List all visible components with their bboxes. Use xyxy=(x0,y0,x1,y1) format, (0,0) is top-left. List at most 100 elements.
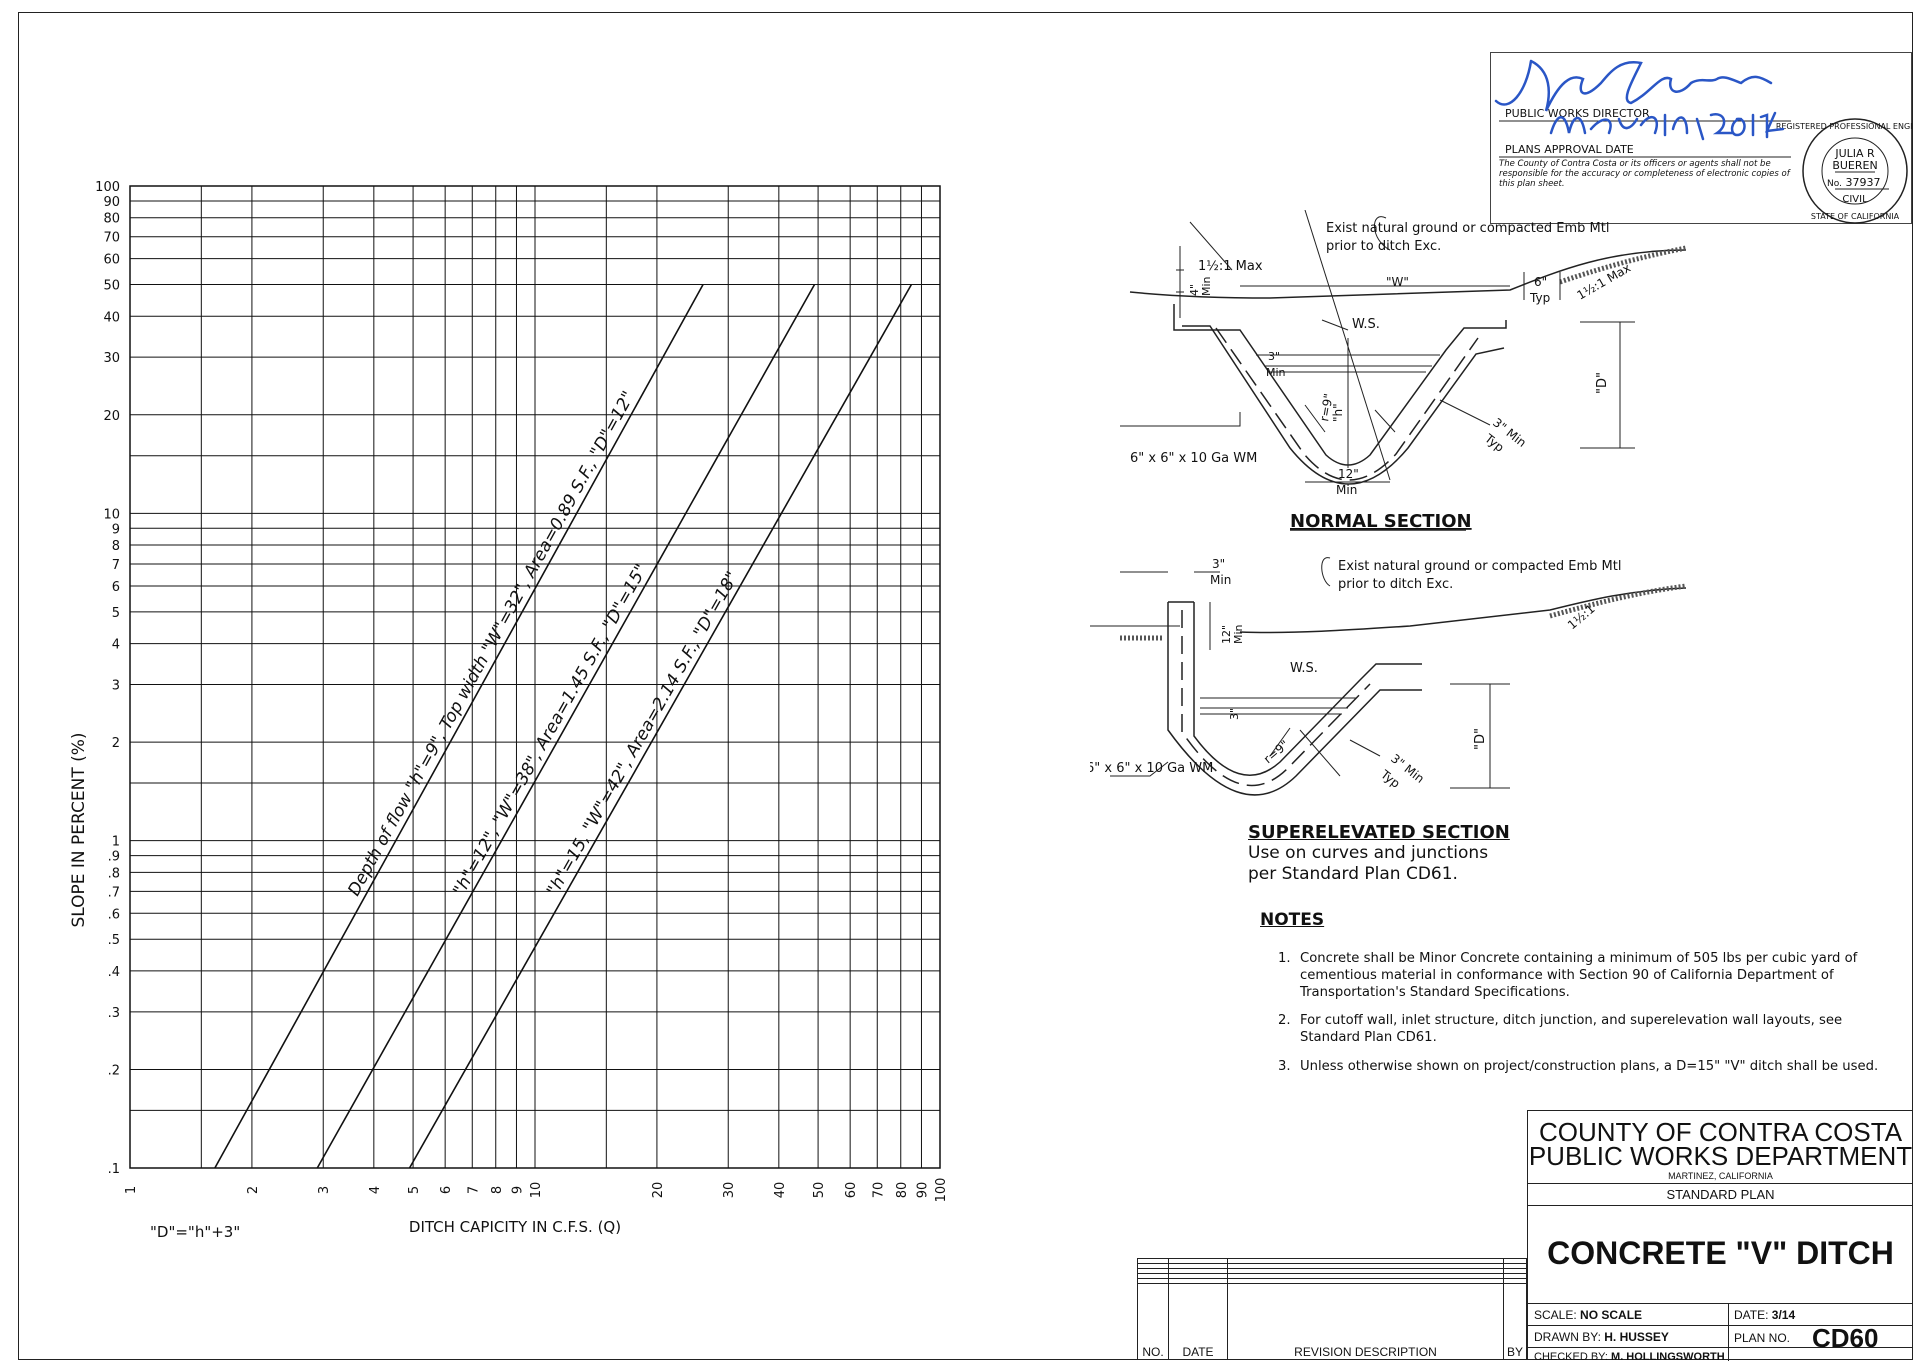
y-tick-label: 20 xyxy=(103,409,120,424)
superelevated-line-2: per Standard Plan CD61. xyxy=(1248,864,1458,884)
x-tick-label: 3 xyxy=(317,1186,332,1194)
ss-ground-label-2: prior to ditch Exc. xyxy=(1338,577,1453,592)
standard-plan-label: STANDARD PLAN xyxy=(1666,1187,1775,1202)
y-axis-label: SLOPE IN PERCENT (%) xyxy=(69,732,89,927)
series-line-3 xyxy=(408,284,913,1169)
note-3: 3. Unless otherwise shown on project/con… xyxy=(1278,1058,1890,1075)
note-number: 3. xyxy=(1278,1059,1291,1074)
date-field: DATE: 3/14 xyxy=(1734,1308,1795,1322)
plan-title: CONCRETE "V" DITCH xyxy=(1547,1235,1894,1271)
city-name: MARTINEZ, CALIFORNIA xyxy=(1668,1171,1773,1181)
seal-discipline: CIVIL xyxy=(1842,194,1868,205)
note-number: 1. xyxy=(1278,951,1291,966)
x-tick-label: 70 xyxy=(871,1182,886,1199)
ns-h: "h" xyxy=(1331,403,1345,422)
scale-value: NO SCALE xyxy=(1580,1308,1643,1322)
approval-date-label: PLANS APPROVAL DATE xyxy=(1505,143,1634,156)
y-tick-label: .2 xyxy=(108,1063,120,1078)
x-tick-label: 90 xyxy=(915,1182,930,1199)
rev-header-no: NO. xyxy=(1137,1283,1169,1360)
checked-label: CHECKED BY: xyxy=(1534,1351,1608,1363)
x-tick-label: 100 xyxy=(934,1178,949,1203)
ns-6in: 6" xyxy=(1534,275,1547,289)
seal-number-label: No. xyxy=(1827,179,1842,189)
checked-value: M. HOLLINGSWORTH xyxy=(1611,1351,1725,1363)
rev-header-date: DATE xyxy=(1168,1283,1228,1360)
y-tick-label: 30 xyxy=(103,351,120,366)
y-tick-label: 60 xyxy=(103,253,120,268)
y-tick-label: .6 xyxy=(108,907,120,922)
drawn-field: DRAWN BY: H. HUSSEY xyxy=(1534,1330,1669,1344)
ns-4in-min: Min xyxy=(1200,276,1213,296)
engineer-seal: JULIA R BUEREN No. 37937 CIVIL REGISTERE… xyxy=(1776,118,1913,224)
x-tick-label: 5 xyxy=(407,1186,422,1194)
x-tick-label: 60 xyxy=(844,1182,859,1199)
chart-grid xyxy=(129,185,941,1169)
ss-12in-min: Min xyxy=(1232,624,1245,644)
ss-ground-label: Exist natural ground or compacted Emb Mt… xyxy=(1338,559,1621,574)
plan-no-value: CD60 xyxy=(1812,1323,1879,1353)
county-name: COUNTY OF CONTRA COSTA xyxy=(1538,1117,1903,1147)
director-label: PUBLIC WORKS DIRECTOR xyxy=(1505,107,1650,120)
approval-block: JULIA R BUEREN No. 37937 CIVIL REGISTERE… xyxy=(1490,52,1913,224)
x-tick-label: 40 xyxy=(773,1182,788,1199)
y-tick-label: .4 xyxy=(108,965,120,980)
seal-name-2: BUEREN xyxy=(1832,159,1877,172)
y-tick-label: 1 xyxy=(112,835,120,850)
drawn-value: H. HUSSEY xyxy=(1604,1330,1669,1344)
ss-3in-min: Min xyxy=(1210,573,1231,587)
x-tick-label: 9 xyxy=(510,1186,525,1194)
date-label: DATE: xyxy=(1734,1308,1769,1322)
y-tick-label: 10 xyxy=(103,507,120,522)
y-tick-labels: 100908070605040302010987654321.9.8.7.6.5… xyxy=(95,180,120,1177)
ns-4in: 4" xyxy=(1188,284,1201,296)
notes-title: NOTES xyxy=(1260,910,1325,930)
ns-mesh: 6" x 6" x 10 Ga WM xyxy=(1130,451,1257,466)
ss-12in: 12" xyxy=(1220,625,1233,644)
y-tick-label: 9 xyxy=(112,522,120,537)
superelevated-section-drawing: 3" Min Exist natural ground or compacted… xyxy=(1090,557,1687,796)
rev-header-by: BY xyxy=(1503,1283,1527,1360)
note-text: Concrete shall be Minor Concrete contain… xyxy=(1300,951,1858,1000)
x-tick-label: 6 xyxy=(439,1186,454,1194)
x-axis-label: DITCH CAPICITY IN C.F.S. (Q) xyxy=(409,1218,621,1236)
ns-bottom: 12" xyxy=(1338,467,1359,481)
seal-top-text: REGISTERED PROFESSIONAL ENGINEER xyxy=(1776,122,1913,131)
series-label-3: "h"=15, "W"=42", Area=2.14 S.F., "D"=18" xyxy=(543,568,743,899)
date-value: 3/14 xyxy=(1771,1308,1796,1322)
y-tick-label: 8 xyxy=(112,539,120,554)
y-tick-label: .3 xyxy=(108,1006,120,1021)
department-name: PUBLIC WORKS DEPARTMENT xyxy=(1528,1141,1913,1171)
chart-series-group xyxy=(214,284,913,1169)
seal-bottom-text: STATE OF CALIFORNIA xyxy=(1811,212,1900,221)
ns-depth: "D" xyxy=(1595,372,1610,394)
title-block: COUNTY OF CONTRA COSTA PUBLIC WORKS DEPA… xyxy=(1527,1110,1913,1363)
y-tick-label: 50 xyxy=(103,279,120,294)
x-tick-label: 4 xyxy=(368,1186,383,1194)
x-tick-label: 80 xyxy=(895,1182,910,1199)
x-tick-label: 8 xyxy=(490,1186,505,1194)
y-tick-label: 5 xyxy=(112,606,120,621)
x-tick-label: 2 xyxy=(246,1186,261,1194)
normal-section-drawing: Exist natural ground or compacted Emb Mt… xyxy=(1120,210,1687,532)
ns-3in: 3" xyxy=(1268,350,1280,363)
ss-ws3: 3" xyxy=(1228,708,1241,720)
y-tick-label: .9 xyxy=(108,850,120,865)
ss-r9: r=9" xyxy=(1261,737,1292,766)
ns-bottom-min: Min xyxy=(1336,483,1357,497)
y-tick-label: 70 xyxy=(103,231,120,246)
series-line-1 xyxy=(214,284,704,1169)
note-2: 2. For cutoff wall, inlet structure, dit… xyxy=(1278,1012,1890,1046)
drawn-label: DRAWN BY: xyxy=(1534,1330,1601,1344)
sheet-border xyxy=(18,12,1913,1360)
ss-depth: "D" xyxy=(1473,728,1488,750)
ns-ground-label-2: prior to ditch Exc. xyxy=(1326,239,1441,254)
superelevated-line-1: Use on curves and junctions xyxy=(1248,843,1489,863)
y-tick-label: .7 xyxy=(108,885,120,900)
ns-typ: Typ xyxy=(1529,291,1550,305)
revision-table: NO. DATE REVISION DESCRIPTION BY xyxy=(1137,1257,1527,1360)
y-tick-label: .8 xyxy=(108,866,120,881)
x-tick-label: 50 xyxy=(812,1182,827,1199)
disclaimer-text: The County of Contra Costa or its office… xyxy=(1499,159,1790,189)
